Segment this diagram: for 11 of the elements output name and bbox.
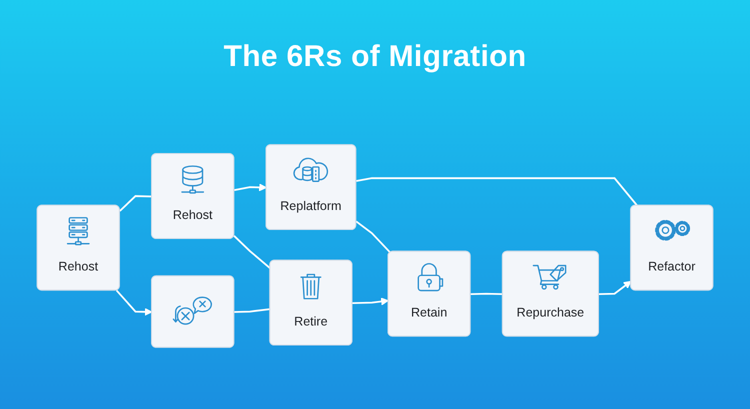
connector	[234, 308, 270, 313]
arrow	[116, 290, 152, 316]
connector	[356, 177, 638, 206]
connector	[470, 292, 503, 296]
arrow	[234, 183, 267, 192]
connector	[119, 195, 152, 212]
arrow	[352, 298, 389, 306]
connector	[356, 220, 391, 254]
connector	[233, 235, 271, 269]
diagram-title: The 6Rs of Migration	[224, 40, 526, 74]
arrow	[598, 280, 632, 296]
